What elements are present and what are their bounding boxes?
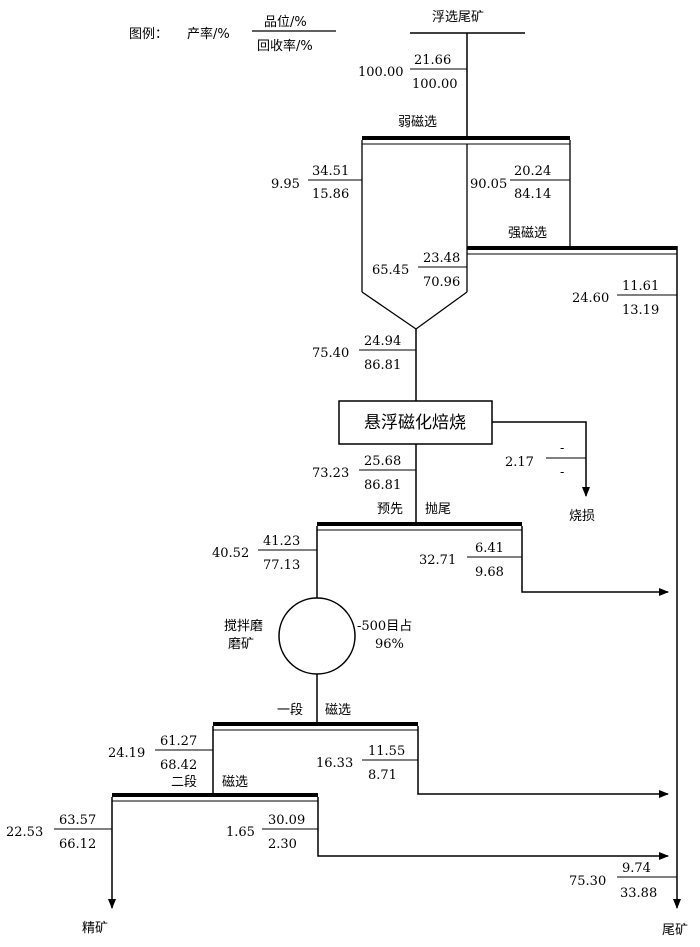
stage1-label-b: 磁选 xyxy=(325,703,351,718)
pre-reject-label-2: 抛尾 xyxy=(425,502,451,517)
roast-label: 悬浮磁化焙烧 xyxy=(364,413,466,433)
s2-tail-line xyxy=(317,797,669,860)
weak-mag-label: 弱磁选 xyxy=(398,115,437,130)
s1-tail-recovery: 8.71 xyxy=(368,768,397,783)
combined-recovery: 86.81 xyxy=(364,358,401,373)
roast-prod-yield: 73.23 xyxy=(312,466,349,481)
loss-yield: 2.17 xyxy=(505,455,534,470)
strong-mag-label: 强磁选 xyxy=(508,226,547,241)
weak-conc-grade: 34.51 xyxy=(312,164,349,179)
legend: 图例： 产率/% 品位/% 回收率/% xyxy=(129,15,336,54)
s1-conc-recovery: 68.42 xyxy=(160,758,197,773)
s2-tail-recovery: 2.30 xyxy=(268,837,297,852)
loss-recovery: - xyxy=(560,465,564,480)
final-tail-yield: 75.30 xyxy=(569,874,606,889)
pre-tail-recovery: 9.68 xyxy=(475,565,504,580)
grinding-mill-circle xyxy=(278,597,356,675)
grind-label-2: 磨矿 xyxy=(228,637,254,652)
s2-conc-yield: 22.53 xyxy=(6,825,43,840)
s1-conc-grade: 61.27 xyxy=(160,734,197,749)
funnel-bottom xyxy=(361,291,468,330)
s1-tail-yield: 16.33 xyxy=(316,756,353,771)
stage2-label-b: 磁选 xyxy=(222,775,248,790)
s1-tail-line xyxy=(417,726,669,798)
s2-conc-grade: 63.57 xyxy=(59,813,96,828)
pre-reject-label-1: 预先 xyxy=(377,502,403,517)
strong-conc-recovery: 70.96 xyxy=(423,275,460,290)
final-tail-recovery: 33.88 xyxy=(620,886,657,901)
s2-tail-yield: 1.65 xyxy=(226,825,255,840)
concentrate-label: 精矿 xyxy=(82,921,108,936)
roast-prod-recovery: 86.81 xyxy=(364,478,401,493)
pre-conc-recovery: 77.13 xyxy=(263,558,300,573)
loss-grade: - xyxy=(560,441,564,456)
stage2-label-a: 二段 xyxy=(171,775,197,790)
feed-recovery: 100.00 xyxy=(412,77,458,92)
roast-loss-line xyxy=(492,421,590,497)
strong-tail-yield: 24.60 xyxy=(572,291,609,306)
weak-tail-recovery: 84.14 xyxy=(514,187,551,202)
s1-tail-grade: 11.55 xyxy=(368,744,405,759)
pre-tail-line xyxy=(521,526,669,596)
fineness-label-1: -500目占 xyxy=(357,619,412,634)
pre-conc-grade: 41.23 xyxy=(263,534,300,549)
legend-yield: 产率/% xyxy=(187,26,230,42)
stage2-bar xyxy=(112,793,318,797)
combined-yield: 75.40 xyxy=(312,346,349,361)
legend-grade: 品位/% xyxy=(264,15,307,30)
combined-grade: 24.94 xyxy=(364,334,401,349)
pre-tail-grade: 6.41 xyxy=(475,541,504,556)
weak-conc-recovery: 15.86 xyxy=(312,187,349,202)
s2-tail-grade: 30.09 xyxy=(268,813,305,828)
roast-prod-grade: 25.68 xyxy=(364,454,401,469)
grind-label-1: 搅拌磨 xyxy=(224,618,263,634)
legend-prefix: 图例： xyxy=(129,27,168,42)
feed-yield: 100.00 xyxy=(358,65,404,80)
loss-label: 烧损 xyxy=(569,509,595,524)
feed-label: 浮选尾矿 xyxy=(432,10,484,25)
stage1-bar xyxy=(213,722,418,726)
stage1-label-a: 一段 xyxy=(277,703,303,718)
weak-mag-bar xyxy=(362,136,570,140)
weak-tail-grade: 20.24 xyxy=(514,164,551,179)
strong-mag-bar xyxy=(467,246,677,250)
strong-conc-yield: 65.45 xyxy=(372,263,409,278)
pre-tail-yield: 32.71 xyxy=(419,553,456,568)
fineness-label-2: 96% xyxy=(375,637,404,652)
s2-conc-recovery: 66.12 xyxy=(59,837,96,852)
pre-conc-yield: 40.52 xyxy=(212,546,249,561)
pre-reject-bar xyxy=(317,522,522,526)
tailings-label: 尾矿 xyxy=(662,923,688,938)
weak-tail-yield: 90.05 xyxy=(470,177,507,192)
final-tail-grade: 9.74 xyxy=(622,861,651,876)
strong-conc-grade: 23.48 xyxy=(423,251,460,266)
feed-grade: 21.66 xyxy=(414,53,451,68)
s1-conc-yield: 24.19 xyxy=(108,746,145,761)
strong-tail-grade: 11.61 xyxy=(622,279,659,294)
weak-conc-yield: 9.95 xyxy=(271,177,300,192)
strong-tail-recovery: 13.19 xyxy=(622,303,659,318)
legend-recovery: 回收率/% xyxy=(257,38,313,54)
